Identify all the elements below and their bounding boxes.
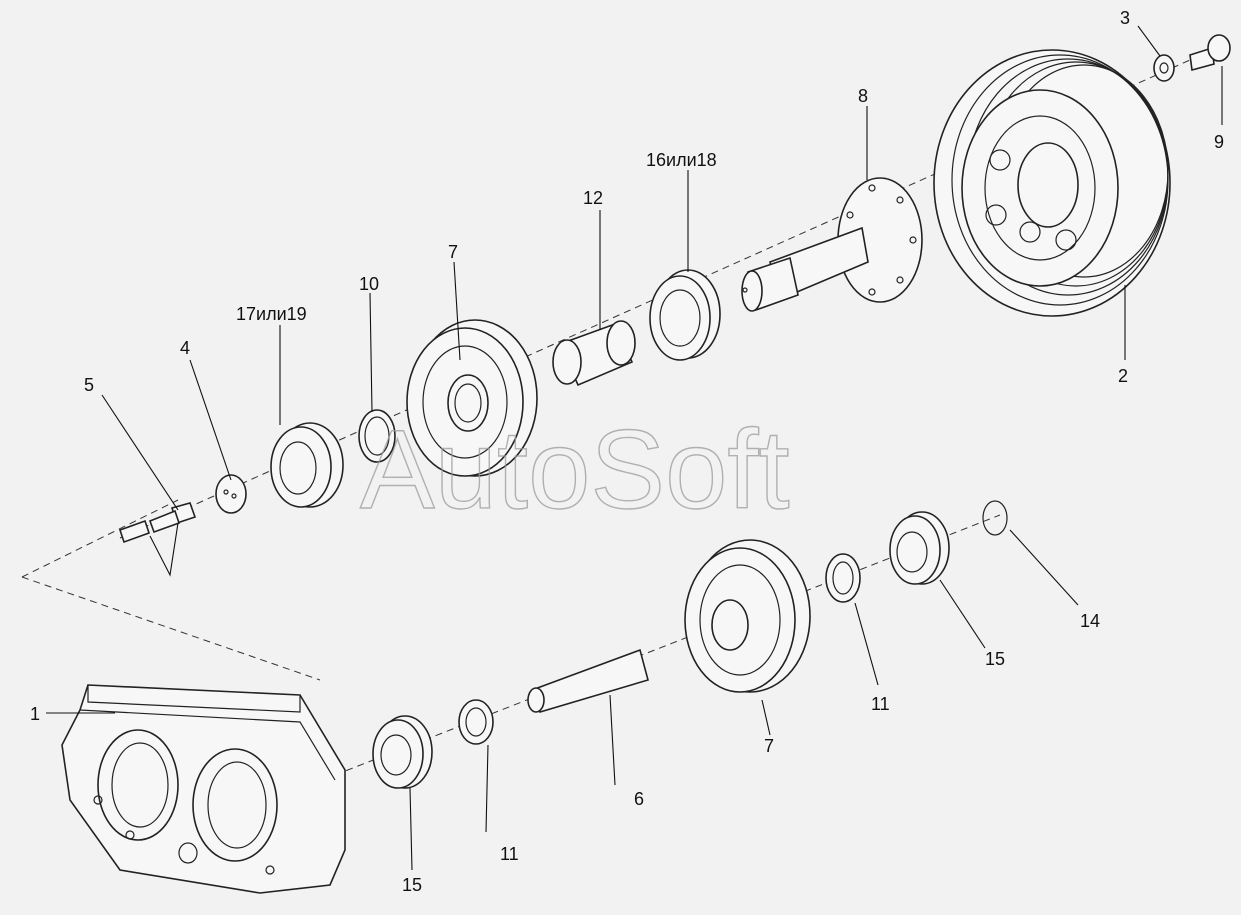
bolts-5 (118, 509, 181, 544)
callout-5: 5 (84, 375, 94, 395)
callouts: 1 2 3 4 5 6 7 7 8 9 10 11 11 12 14 15 15… (30, 8, 1224, 895)
snap-ring-14 (982, 500, 1008, 536)
callout-3: 3 (1120, 8, 1130, 28)
callout-2: 2 (1118, 366, 1128, 386)
plate-4 (215, 474, 247, 514)
callout-7-lower: 7 (764, 736, 774, 756)
callout-1: 1 (30, 704, 40, 724)
watermark: AutoSoft (360, 407, 790, 532)
gearbox-housing (61, 684, 346, 894)
callout-7-upper: 7 (448, 242, 458, 262)
bearing-16-18 (649, 269, 721, 361)
bolt-9 (1189, 34, 1231, 72)
flange-shaft-8 (741, 177, 923, 312)
bearing-15-upper (889, 511, 950, 585)
callout-15-upper: 15 (985, 649, 1005, 669)
sleeve-12 (552, 320, 636, 387)
gear-7-lower (684, 539, 811, 693)
callout-17-or-19: 17или19 (236, 304, 307, 324)
washer-11-upper (825, 553, 861, 603)
callout-14: 14 (1080, 611, 1100, 631)
washer-11-lower (458, 699, 494, 745)
callout-16-or-18: 16или18 (646, 150, 717, 170)
gear-7-upper (406, 319, 538, 477)
bearing-17-19 (270, 422, 344, 508)
callout-4: 4 (180, 338, 190, 358)
callout-6: 6 (634, 789, 644, 809)
pulley (933, 49, 1171, 317)
callout-8: 8 (858, 86, 868, 106)
callout-15-lower: 15 (402, 875, 422, 895)
leader-lines (46, 25, 1223, 871)
callout-11-lower: 11 (500, 844, 519, 864)
ring-10 (358, 409, 396, 463)
callout-11-upper: 11 (871, 694, 890, 714)
bearing-15-lower (372, 715, 433, 789)
washer-3 (1153, 54, 1175, 82)
callout-10: 10 (359, 274, 379, 294)
shaft-6 (527, 648, 649, 713)
callout-12: 12 (583, 188, 603, 208)
callout-9: 9 (1214, 132, 1224, 152)
